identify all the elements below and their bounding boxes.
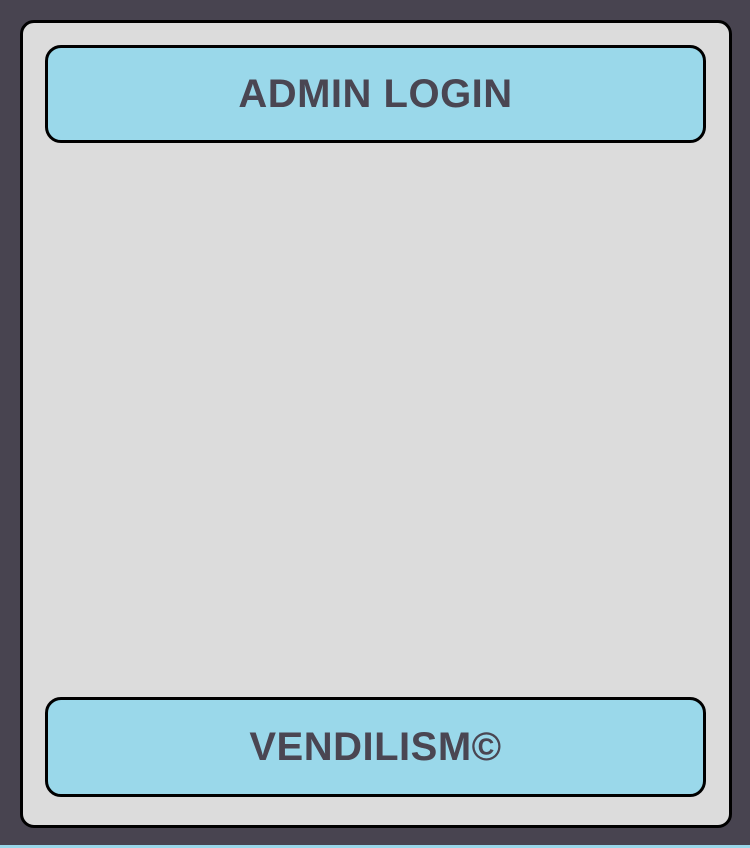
page-title: ADMIN LOGIN	[238, 71, 513, 116]
bottom-strip	[0, 845, 750, 848]
header-bar: ADMIN LOGIN	[45, 45, 706, 143]
footer-bar: VENDILISM©	[45, 697, 706, 797]
login-panel: ADMIN LOGIN VENDILISM©	[20, 20, 732, 828]
brand-name: VENDILISM©	[249, 724, 502, 769]
